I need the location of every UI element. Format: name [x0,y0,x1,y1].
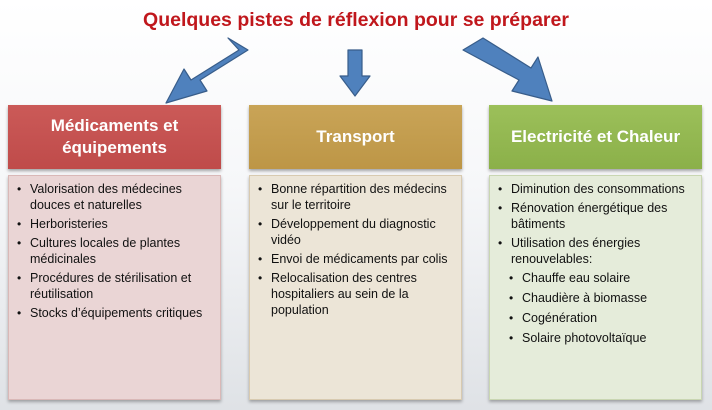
list-item-text: Rénovation énergétique des bâtiments [511,201,668,231]
list-item-text: Diminution des consommations [511,182,685,196]
bullet-icon: • [258,182,263,196]
list-item-text: Herboristeries [30,217,108,231]
bullet-icon: • [258,252,263,266]
list-item-text: Bonne répartition des médecins sur le te… [271,182,447,212]
arrow-left-icon [165,37,249,104]
bullet-icon: • [258,271,263,285]
column-body: • Valorisation des médecines douces et na… [8,175,221,400]
column-header: Transport [249,105,462,169]
list-item-text: Chauffe eau solaire [522,271,631,285]
bullet-icon: • [17,271,22,285]
bullet-icon: • [17,306,22,320]
bullet-icon: • [17,236,22,250]
bullet-icon: • [498,182,503,196]
bullet-icon: • [509,291,514,305]
list-item-text: Cultures locales de plantes médicinales [30,236,181,266]
list-item: • Envoi de médicaments par colis [258,251,457,267]
list-item: • Valorisation des médecines douces et na… [17,181,216,213]
list-item-text: Relocalisation des centres hospitaliers … [271,271,417,317]
list-item: • Bonne répartition des médecins sur le t… [258,181,457,213]
bullet-icon: • [258,217,263,231]
column-medicaments: Médicaments et équipements • Valorisation… [8,105,221,400]
bullet-icon: • [509,331,514,345]
bullet-icon: • [509,311,514,325]
list-item: • Développement du diagnostic vidéo [258,216,457,248]
list-item: • Utilisation des énergies renouvelables: [498,235,697,267]
list-item: • Relocalisation des centres hospitaliers… [258,270,457,318]
sub-list-item: • Solaire photovoltaïque [498,330,697,346]
bullet-icon: • [509,271,514,285]
list-item-text: Valorisation des médecines douces et nat… [30,182,182,212]
bullet-list: • Diminution des consommations • Rénovation… [498,181,697,346]
list-item-text: Utilisation des énergies renouvelables: [511,236,641,266]
bullet-list: • Valorisation des médecines douces et na… [17,181,216,321]
column-header: Médicaments et équipements [8,105,221,169]
list-item: • Cultures locales de plantes médicinales [17,235,216,267]
list-item: • Rénovation énergétique des bâtiments [498,200,697,232]
page-title: Quelques pistes de réflexion pour se pré… [143,9,569,31]
column-electricite: Electricité et Chaleur • Diminution des c… [489,105,702,400]
bullet-icon: • [498,201,503,215]
list-item: • Stocks d’équipements critiques [17,305,216,321]
bullet-icon: • [17,182,22,196]
list-item-text: Stocks d’équipements critiques [30,306,203,320]
list-item: • Diminution des consommations [498,181,697,197]
sub-list-item: • Chaudière à biomasse [498,290,697,306]
column-body: • Diminution des consommations • Rénovation… [489,175,702,400]
column-header: Electricité et Chaleur [489,105,702,169]
arrow-right-icon [462,37,553,102]
arrow-down-icon [339,49,371,97]
bullet-icon: • [498,236,503,250]
list-item-text: Solaire photovoltaïque [522,331,647,345]
sub-list-item: • Cogénération [498,310,697,326]
list-item-text: Développement du diagnostic vidéo [271,217,436,247]
sub-list-item: • Chauffe eau solaire [498,270,697,286]
list-item: • Procédures de stérilisation et réutilis… [17,270,216,302]
list-item-text: Procédures de stérilisation et réutilisa… [30,271,192,301]
list-item-text: Envoi de médicaments par colis [271,252,448,266]
bullet-icon: • [17,217,22,231]
list-item: • Herboristeries [17,216,216,232]
list-item-text: Chaudière à biomasse [522,291,648,305]
bullet-list: • Bonne répartition des médecins sur le t… [258,181,457,318]
list-item-text: Cogénération [522,311,598,325]
column-body: • Bonne répartition des médecins sur le t… [249,175,462,400]
column-transport: Transport • Bonne répartition des médecin… [249,105,462,400]
